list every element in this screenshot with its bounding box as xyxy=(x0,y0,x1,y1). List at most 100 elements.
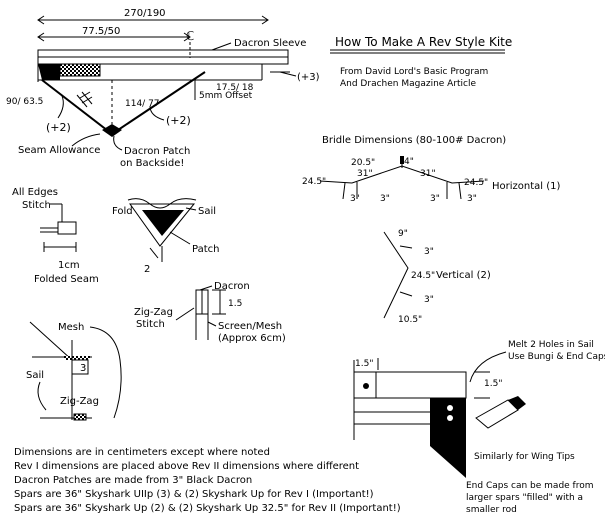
v-bottom: 10.5" xyxy=(398,315,422,325)
v-top: 9" xyxy=(398,229,408,239)
sail-label-2: Sail xyxy=(26,370,44,381)
dacron-sleeve-label: Dacron Sleeve xyxy=(234,38,306,49)
screen-label: Screen/Mesh xyxy=(218,321,282,332)
bridle-title: Bridle Dimensions (80-100# Dacron) xyxy=(322,135,506,146)
patch-pointer xyxy=(113,135,123,151)
mesh-curve-pointer xyxy=(89,326,122,419)
mesh-sail-detail: Mesh 3 Sail Zig-Zag xyxy=(26,321,122,421)
tip-patch xyxy=(38,64,60,80)
zigzag-stitch-2: Stitch xyxy=(136,319,165,330)
sail-pointer-2 xyxy=(37,381,47,411)
hole-icon xyxy=(363,383,369,389)
note-5: Spars are 36" Skyshark Up (2) & (2) Skys… xyxy=(14,503,401,514)
wing-tips-note: Similarly for Wing Tips xyxy=(474,452,575,462)
bridle-diagram: Bridle Dimensions (80-100# Dacron) 24.5"… xyxy=(302,135,561,325)
note-1: Dimensions are in centimeters except whe… xyxy=(14,447,270,458)
sail-pointer xyxy=(185,207,197,211)
notes-block: Dimensions are in centimeters except whe… xyxy=(14,447,401,514)
note-2: Rev I dimensions are placed above Rev II… xyxy=(14,461,359,472)
dim-right: 17.5/ 18 xyxy=(216,83,254,93)
zigzag-small-strip xyxy=(73,413,87,421)
caps-note-3: smaller rod xyxy=(466,505,517,515)
sail-diagonal xyxy=(29,321,73,361)
edges-title-1: All Edges xyxy=(12,187,58,198)
patch-note-2: on Backside! xyxy=(120,158,184,169)
seam-pointer xyxy=(71,133,101,147)
endcap-detail: Melt 2 Holes in Sail Use Bungi & End Cap… xyxy=(353,340,605,515)
note-3: Dacron Patches are made from 3" Black Da… xyxy=(14,475,252,486)
h-left-outer: 24.5" xyxy=(302,177,326,187)
centerline-icon: ℂ xyxy=(186,29,195,43)
arrow-right-icon xyxy=(183,32,191,42)
patch-num: 2 xyxy=(144,264,150,275)
caps-note-2: larger spars "filled" with a xyxy=(466,493,583,503)
h-top-left: 20.5" xyxy=(351,158,375,168)
h-right-outer: 24.5" xyxy=(464,178,488,188)
three-box xyxy=(71,359,89,375)
tow-ring xyxy=(400,156,404,164)
edges-caption: Folded Seam xyxy=(34,274,99,285)
edges-title-2: Stitch xyxy=(22,200,51,211)
zigzag-detail: Dacron 1.5 Zig-Zag Stitch Screen/Mesh (A… xyxy=(134,281,286,344)
h-b1: 3" xyxy=(350,194,360,204)
plus-two-right-pointer xyxy=(149,105,165,121)
caps-note-1: End Caps can be made from xyxy=(466,481,594,491)
edges-measure: 1cm xyxy=(58,260,80,271)
patch-note-1: Dacron Patch xyxy=(124,146,190,157)
endcap-dim-side: 1.5" xyxy=(484,379,502,389)
mesh-label: Mesh xyxy=(58,322,84,333)
dim-diagonal: 114/ 77 xyxy=(125,99,160,109)
seam-allowance-label: Seam Allowance xyxy=(18,145,100,156)
screen-approx: (Approx 6cm) xyxy=(218,333,286,344)
arrow-left-icon xyxy=(37,32,45,42)
melt-note-1: Melt 2 Holes in Sail xyxy=(508,340,594,350)
h-b4: 3" xyxy=(467,194,477,204)
endcap-dim-top: 1.5" xyxy=(355,359,373,369)
right-leading-line xyxy=(111,71,206,135)
zigzag-stitch-1: Zig-Zag xyxy=(134,307,173,318)
sleeve-pointer xyxy=(211,42,232,51)
patch-label: Patch xyxy=(192,244,219,255)
fold-label: Fold xyxy=(112,206,133,217)
vertical-bridle-line xyxy=(383,231,409,319)
dacron-label: Dacron xyxy=(214,281,250,292)
cross-hatch-icon xyxy=(76,91,93,108)
arrow-left-icon xyxy=(37,15,45,25)
horizontal-label: Horizontal (1) xyxy=(492,181,561,192)
dim-overall: 270/190 xyxy=(124,8,166,19)
note-4: Spars are 36" Skyshark UIIp (3) & (2) Sk… xyxy=(14,489,374,500)
credit-line-2: And Drachen Magazine Article xyxy=(340,79,477,89)
folded-seam-detail: All Edges Stitch 1cm Folded Seam xyxy=(12,187,99,285)
three-label: 3 xyxy=(80,363,86,374)
melt-pointer xyxy=(469,351,507,383)
sail-label: Sail xyxy=(198,206,216,217)
arrow-right-icon xyxy=(261,15,269,25)
h-mid-right: 31" xyxy=(420,169,436,179)
hole-icon xyxy=(447,405,453,411)
leg-4 xyxy=(458,182,462,200)
hole-icon xyxy=(447,415,453,421)
plus-three: (+3) xyxy=(297,72,320,83)
end-cap-icon xyxy=(475,396,526,429)
vertical-label: Vertical (2) xyxy=(436,270,491,281)
patch-inner-triangle xyxy=(142,210,184,236)
dim-half: 77.5/50 xyxy=(82,26,120,37)
title: How To Make A Rev Style Kite xyxy=(335,35,512,49)
credit-line-1: From David Lord's Basic Program xyxy=(340,67,488,77)
dim-left: 90/ 63.5 xyxy=(6,97,43,107)
num-pointer xyxy=(149,247,159,259)
horizontal-bridle-line xyxy=(319,165,485,184)
screen-pointer xyxy=(207,321,217,327)
leg-1 xyxy=(342,182,346,200)
black-sail-section xyxy=(430,398,466,478)
mesh-strip xyxy=(59,63,101,77)
plus-two-right: (+2) xyxy=(166,114,191,127)
plus-three-pointer xyxy=(279,71,297,77)
melt-note-2: Use Bungi & End Caps xyxy=(508,352,605,362)
nose-patch xyxy=(102,124,122,137)
h-center: 4" xyxy=(404,157,414,167)
mesh-strip-small xyxy=(64,356,90,360)
plus-two-left-pointer xyxy=(57,95,64,119)
v-upper-leg xyxy=(399,245,413,249)
